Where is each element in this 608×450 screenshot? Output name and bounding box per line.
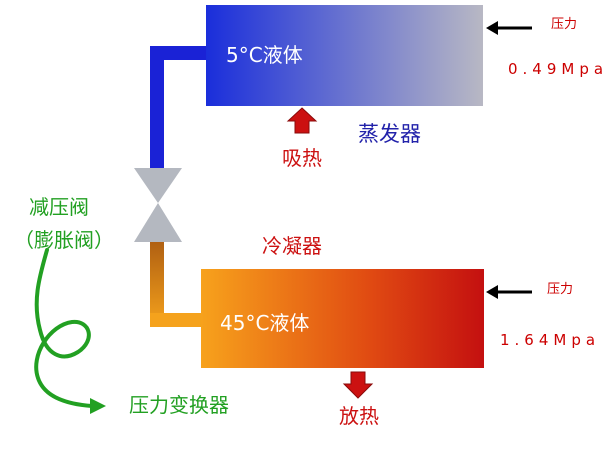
- evaporator-pressure-arrow: [486, 21, 532, 35]
- condenser-temp-label: 45°C液体: [220, 311, 310, 335]
- blue-pipe: [150, 46, 208, 171]
- condenser-name-label: 冷凝器: [262, 234, 322, 258]
- valve-label: 减压阀: [29, 195, 89, 219]
- condenser-pressure-arrow: [486, 285, 532, 299]
- expansion-valve: [134, 168, 182, 242]
- evaporator-pressure-label: 压力: [551, 17, 578, 32]
- release-heat-arrow: [342, 371, 374, 399]
- condenser-pressure-label: 压力: [547, 282, 574, 297]
- condenser-pressure-value: 1.64Mpa: [500, 331, 601, 349]
- evaporator-box: [206, 5, 483, 106]
- condenser-box: [201, 269, 484, 368]
- release-heat-label: 放热: [339, 404, 379, 428]
- valve-alt-label: （膨胀阀）: [14, 228, 114, 252]
- evaporator-name-label: 蒸发器: [358, 122, 421, 146]
- evaporator-pressure-value: 0.49Mpa: [508, 60, 608, 78]
- absorb-heat-arrow: [286, 107, 318, 134]
- evaporator-temp-label: 5°C液体: [226, 43, 303, 67]
- orange-pipe: [150, 242, 202, 327]
- transducer-label: 压力变换器: [129, 393, 229, 417]
- transducer-connector-line: [34, 248, 106, 414]
- absorb-heat-label: 吸热: [282, 146, 322, 170]
